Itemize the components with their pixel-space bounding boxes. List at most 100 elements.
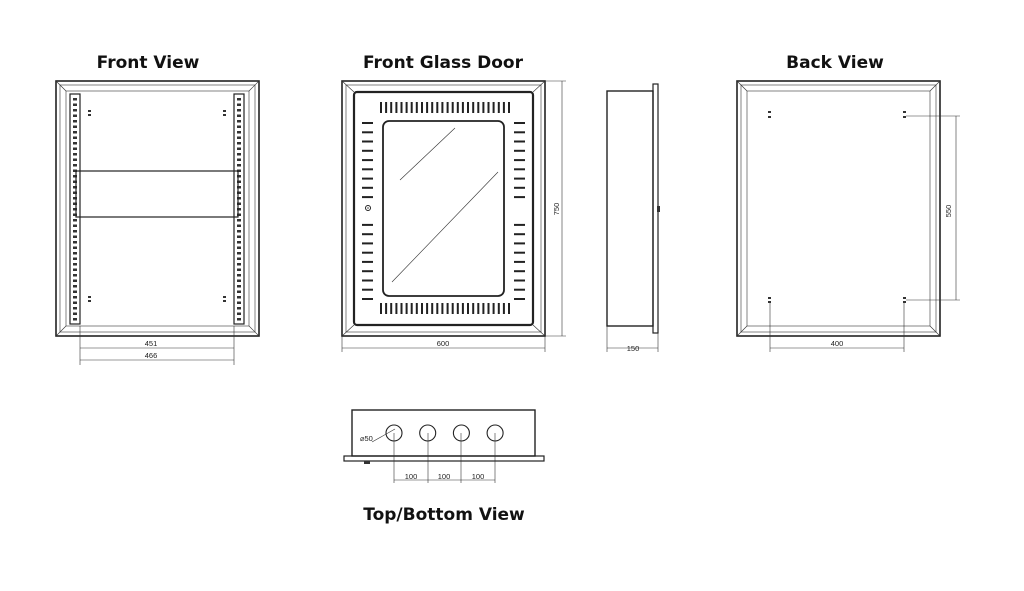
vent-slot — [421, 102, 423, 113]
rail-hole — [237, 301, 241, 304]
vent-slot — [482, 102, 485, 113]
rail-hole — [237, 263, 241, 266]
vent-slot — [362, 223, 373, 226]
rail-hole — [237, 279, 241, 282]
front-glass-door-view: Front Glass Door 600 750 — [341, 53, 566, 352]
vent-slot — [441, 102, 444, 113]
rail-hole — [237, 224, 241, 227]
cable-entry-holes — [385, 424, 504, 442]
vent-slot — [362, 288, 373, 291]
vent-slot — [415, 303, 418, 314]
rail-hole — [73, 252, 77, 255]
vent-slot — [456, 102, 459, 113]
vent-slot — [514, 159, 525, 162]
rail-hole — [73, 230, 77, 233]
rail-hole — [73, 147, 77, 150]
cable-hole — [452, 424, 470, 442]
vent-slot — [514, 223, 525, 226]
top-bottom-view-title: Top/Bottom View — [363, 505, 525, 525]
vent-slot — [362, 242, 373, 245]
door-lock-icon — [365, 205, 371, 211]
vent-slot — [362, 298, 373, 300]
dim-pitch-2: 100 — [438, 472, 451, 481]
rail-hole — [237, 202, 241, 205]
vent-slot — [472, 102, 475, 113]
front-recess — [65, 90, 250, 327]
rail-hole — [73, 120, 77, 123]
vent-slot — [362, 131, 373, 134]
vent-slot — [362, 122, 373, 124]
vent-slot — [436, 102, 439, 113]
rail-hole — [73, 285, 77, 288]
vent-slot — [362, 177, 373, 180]
vent-slot — [514, 270, 525, 273]
left-rack-rail — [69, 93, 81, 325]
vent-slot — [400, 303, 403, 314]
vent-slot — [380, 303, 382, 314]
door-vent-slots-right — [514, 122, 525, 300]
rail-hole — [73, 153, 77, 156]
vent-slot — [514, 168, 525, 171]
vent-slot — [514, 131, 525, 134]
vent-slot — [410, 102, 413, 113]
rail-hole — [237, 98, 241, 101]
rail-hole — [237, 191, 241, 194]
glass-window — [382, 120, 505, 297]
vent-slot — [436, 303, 439, 314]
dim-150: 150 — [627, 344, 640, 353]
dim-pitch-3: 100 — [472, 472, 485, 481]
rail-hole — [237, 169, 241, 172]
door-outer-frame — [341, 80, 546, 337]
vent-slot — [446, 102, 449, 113]
rail-hole — [73, 197, 77, 200]
rail-hole — [237, 103, 241, 106]
dim-400: 400 — [831, 339, 844, 348]
vent-slot — [514, 177, 525, 180]
rail-hole — [73, 318, 77, 321]
back-view: Back View 550 400 — [736, 53, 960, 352]
rail-hole — [73, 109, 77, 112]
vent-slot — [461, 102, 464, 113]
rail-hole — [73, 263, 77, 266]
rail-hole — [237, 296, 241, 299]
vent-slot — [451, 102, 454, 113]
vent-slot — [487, 303, 490, 314]
rail-hole — [237, 213, 241, 216]
rail-hole — [73, 213, 77, 216]
rail-hole — [237, 268, 241, 271]
rail-hole — [237, 241, 241, 244]
rail-hole — [237, 153, 241, 156]
vent-slot — [405, 102, 408, 113]
vent-slot — [514, 140, 525, 143]
rail-hole — [73, 169, 77, 172]
rail-hole — [237, 274, 241, 277]
rail-hole — [73, 142, 77, 145]
rail-hole — [237, 307, 241, 310]
vent-slot — [431, 303, 434, 314]
vent-slot — [451, 303, 454, 314]
vent-slot — [477, 102, 480, 113]
rail-hole — [73, 268, 77, 271]
rail-hole — [73, 202, 77, 205]
right-rack-rail — [233, 93, 245, 325]
top-door-edge — [343, 455, 545, 462]
vent-slot — [415, 102, 418, 113]
vent-slot — [477, 303, 480, 314]
vent-slot — [514, 298, 525, 300]
rail-hole — [73, 131, 77, 134]
rail-hole — [73, 246, 77, 249]
rail-hole — [73, 186, 77, 189]
vent-slot — [514, 186, 525, 189]
side-hinge — [657, 206, 660, 212]
rail-hole — [73, 279, 77, 282]
rail-hole — [73, 191, 77, 194]
vent-slot — [390, 102, 393, 113]
rail-hole — [73, 175, 77, 178]
vent-slot — [502, 303, 505, 314]
rail-hole — [73, 136, 77, 139]
vent-slot — [362, 159, 373, 162]
vent-slot — [362, 168, 373, 171]
rail-hole — [237, 136, 241, 139]
rail-hole — [237, 114, 241, 117]
rail-hole — [237, 158, 241, 161]
